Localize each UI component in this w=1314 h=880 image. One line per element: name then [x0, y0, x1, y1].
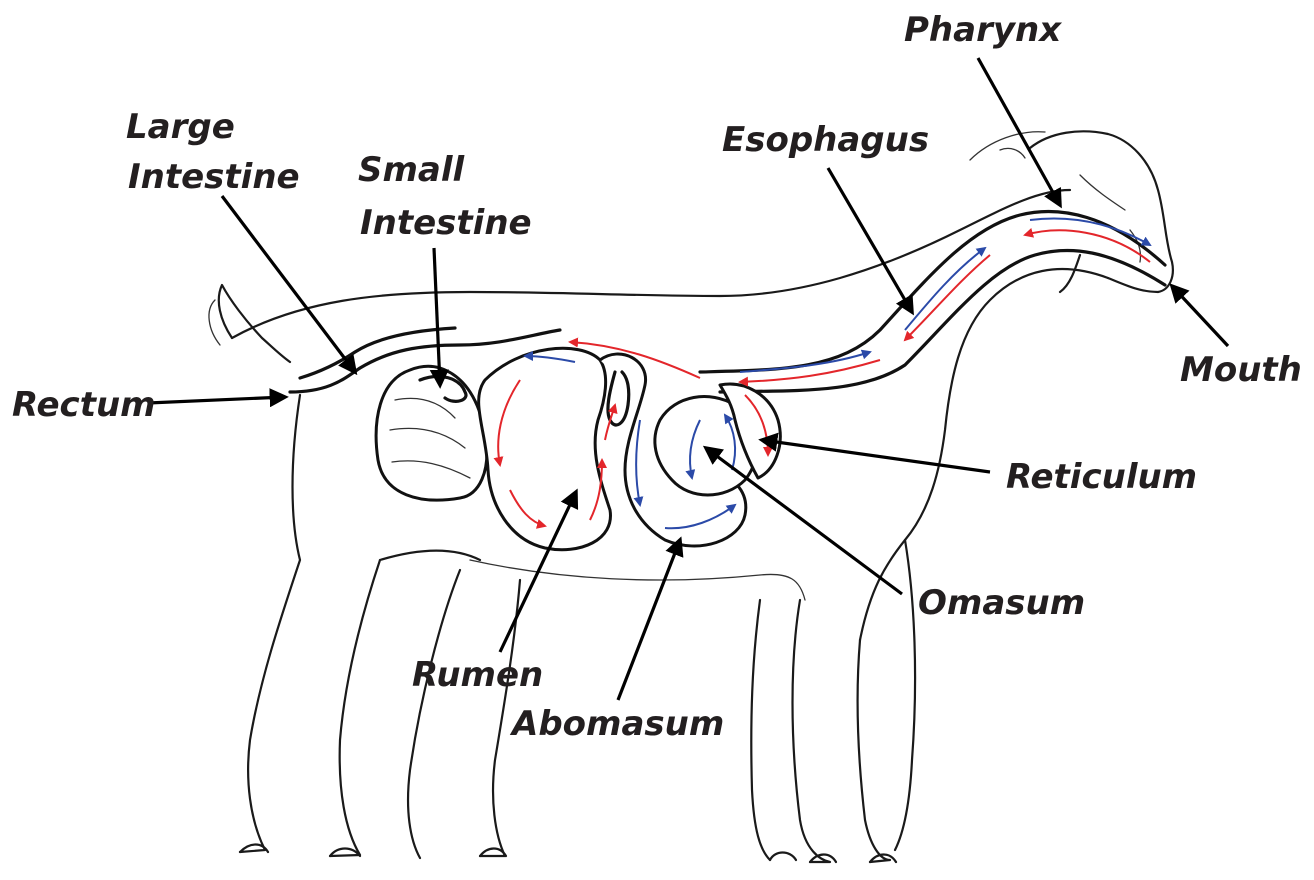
labels: Pharynx Large Intestine Esophagus Small … — [12, 10, 1302, 744]
pointer-esophagus — [828, 168, 912, 312]
label-large-intestine-line2: Intestine — [128, 157, 300, 197]
pointer-rectum — [148, 397, 285, 403]
pointer-small-intestine — [434, 248, 440, 385]
label-small-intestine-line2: Intestine — [360, 203, 532, 243]
label-pharynx: Pharynx — [904, 10, 1062, 50]
label-large-intestine-line1: Large — [126, 107, 235, 147]
label-abomasum: Abomasum — [509, 704, 724, 744]
label-small-intestine-line1: Small — [358, 150, 466, 190]
pointer-large-intestine — [222, 196, 355, 372]
pointer-mouth — [1172, 286, 1228, 346]
pointer-pharynx — [978, 58, 1060, 205]
small-intestine-coils — [376, 366, 487, 500]
pointer-reticulum — [762, 440, 990, 472]
label-mouth: Mouth — [1180, 350, 1302, 390]
pointer-abomasum — [618, 540, 680, 700]
label-omasum: Omasum — [918, 583, 1085, 623]
label-esophagus: Esophagus — [722, 120, 929, 160]
digestive-tract — [290, 212, 1165, 550]
label-reticulum: Reticulum — [1006, 457, 1197, 497]
label-rumen: Rumen — [412, 655, 543, 695]
label-rectum: Rectum — [12, 385, 156, 425]
